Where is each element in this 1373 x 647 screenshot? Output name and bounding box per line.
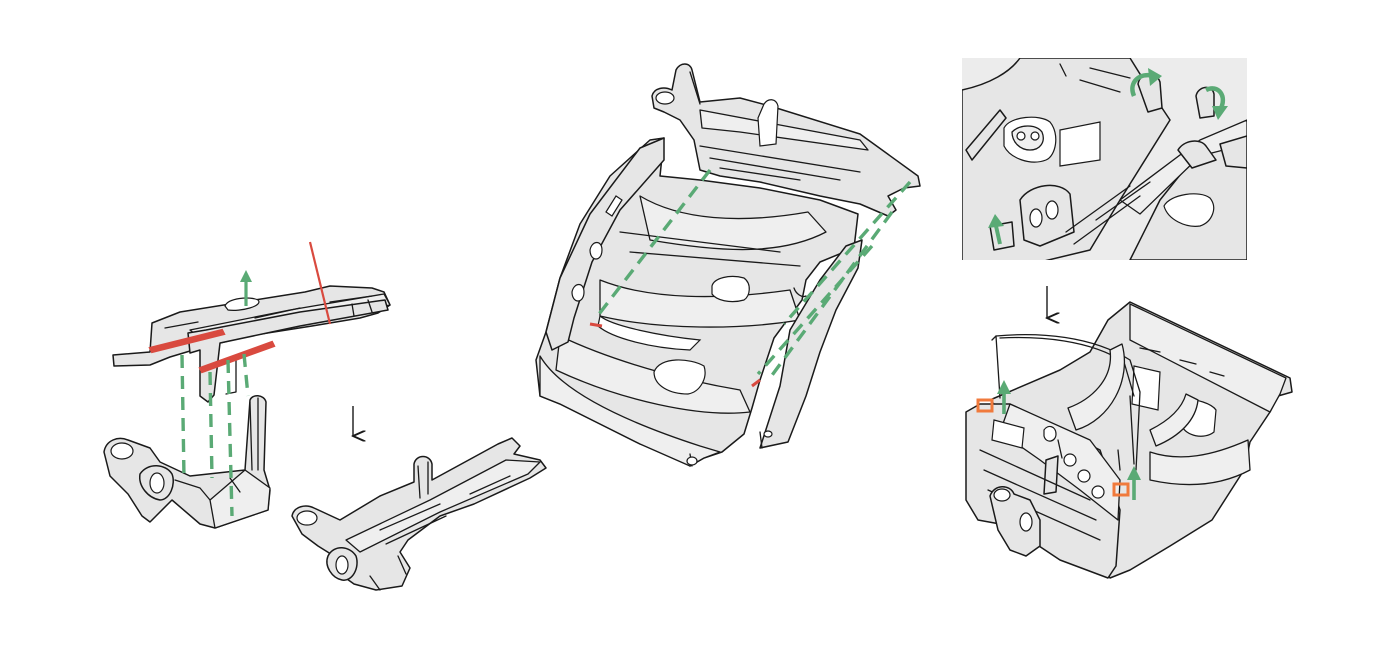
bracket-rails-exploded: [113, 286, 390, 402]
bracket-base-exploded: [104, 396, 270, 528]
panel-middle: [536, 64, 920, 466]
tray-highlight-mark: [590, 324, 602, 326]
panel-left: [104, 242, 546, 590]
closeup-twist-tabs: [962, 58, 1247, 262]
bracket-assembly-result: [292, 438, 546, 590]
tray-frame-exploded: [536, 64, 920, 466]
full-assembly-result: [966, 302, 1292, 578]
panel-right: [962, 58, 1292, 578]
